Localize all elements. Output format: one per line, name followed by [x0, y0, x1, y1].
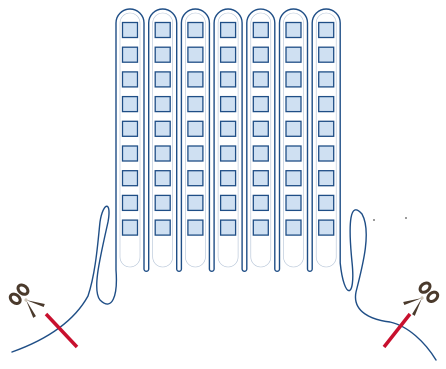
stitch-cell [253, 47, 268, 62]
stitch-cell [155, 72, 170, 87]
stitch-cell [188, 121, 203, 136]
stitch-cell [319, 195, 334, 210]
stitch-cell [188, 146, 203, 161]
stitch-cell [253, 121, 268, 136]
stitch-cell [188, 171, 203, 186]
stitch-cell [253, 97, 268, 112]
stitch-cell [155, 97, 170, 112]
stitch-cell [155, 195, 170, 210]
stitch-cell [253, 23, 268, 38]
stitch-cell [286, 171, 301, 186]
stitch-cell [286, 220, 301, 235]
stitch-cell [253, 171, 268, 186]
stitch-cell [286, 121, 301, 136]
stitch-cell [319, 23, 334, 38]
stitch-cell [188, 220, 203, 235]
stitch-cell [221, 195, 236, 210]
stitch-cell [123, 47, 138, 62]
stitch-cell [123, 72, 138, 87]
stitch-cell [188, 47, 203, 62]
stitch-cell [286, 47, 301, 62]
stitch-cell [253, 195, 268, 210]
speck-dot [405, 217, 407, 219]
stitch-cell [123, 121, 138, 136]
stitch-cell [319, 146, 334, 161]
stitch-cell [188, 195, 203, 210]
stitch-cell [319, 47, 334, 62]
stitch-cell [155, 146, 170, 161]
stitch-cell [286, 97, 301, 112]
stitch-cell [221, 121, 236, 136]
stitch-cell [155, 171, 170, 186]
stitch-cell [155, 121, 170, 136]
stitch-cell [221, 72, 236, 87]
stitch-cell [188, 23, 203, 38]
stitch-cell [286, 72, 301, 87]
stitch-cell [188, 97, 203, 112]
stitch-cell [155, 47, 170, 62]
stitch-cell [253, 146, 268, 161]
stitch-cell [123, 171, 138, 186]
stitch-cell [286, 146, 301, 161]
stitch-cell [319, 171, 334, 186]
stitch-cell [188, 72, 203, 87]
speck-dot [373, 219, 375, 221]
stitch-cell [319, 72, 334, 87]
stitch-cell [155, 220, 170, 235]
stitch-cell [123, 97, 138, 112]
stitch-cell [319, 97, 334, 112]
stitch-cell [319, 121, 334, 136]
stitch-cell [319, 220, 334, 235]
stitch-cell [123, 220, 138, 235]
stitch-cell [221, 97, 236, 112]
stitch-cell [123, 146, 138, 161]
stitch-cell [286, 195, 301, 210]
stitch-cell [123, 23, 138, 38]
stitch-cell [221, 47, 236, 62]
stitch-cell [123, 195, 138, 210]
stitch-cell [221, 23, 236, 38]
stitch-cell [253, 72, 268, 87]
stitch-cell [286, 23, 301, 38]
stitch-cell [221, 171, 236, 186]
stitch-cell [221, 146, 236, 161]
stitch-cell [221, 220, 236, 235]
stitch-cell [253, 220, 268, 235]
stitch-cell [155, 23, 170, 38]
